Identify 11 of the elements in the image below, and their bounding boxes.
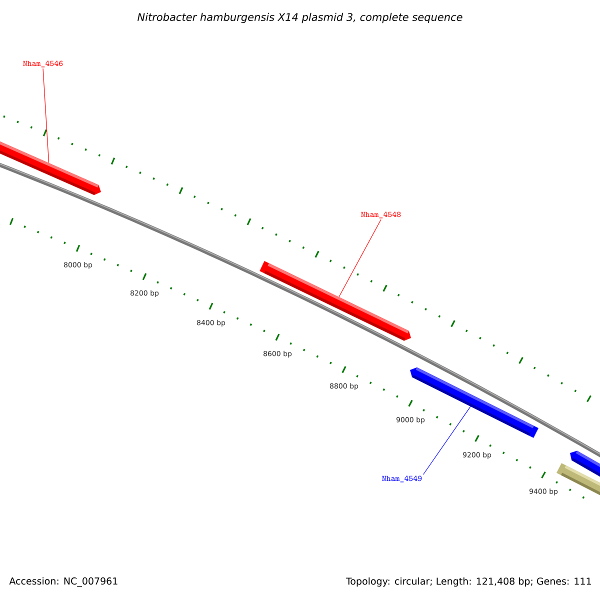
gene-bar <box>0 138 101 196</box>
gene-label: Nham_4548 <box>361 212 401 218</box>
title: Nitrobacter hamburgensis X14 plasmid 3, complete sequence <box>138 12 462 24</box>
gene-label: Nham_4549 <box>382 476 422 482</box>
accession-text: Accession: NC_007961 <box>9 577 118 587</box>
leader-line <box>422 406 471 475</box>
gene-bar <box>260 261 411 341</box>
leader-line <box>338 219 382 298</box>
gene-label: Nham_4546 <box>23 60 63 68</box>
summary-text: Topology: circular; Length: 121,408 bp; Genes: 111 <box>346 577 591 587</box>
leader-line <box>42 68 50 164</box>
